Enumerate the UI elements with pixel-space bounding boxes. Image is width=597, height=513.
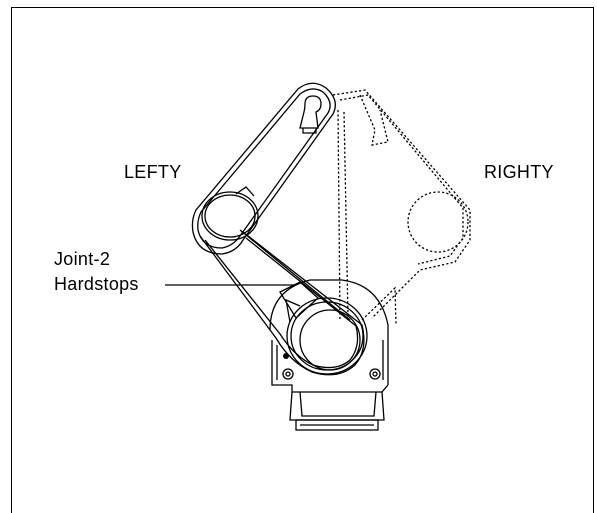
base-indicator-dot [283,353,289,359]
hardstops-label-line1: Joint-2 [54,249,111,269]
hardstops-label-line2: Hardstops [54,274,139,294]
lower-arm-link [199,229,365,376]
upper-arm-link [191,82,336,255]
righty-arm-outline [332,89,471,326]
figure-frame [11,7,594,513]
lefty-label: LEFTY [124,162,182,182]
righty-label: RIGHTY [484,162,554,182]
